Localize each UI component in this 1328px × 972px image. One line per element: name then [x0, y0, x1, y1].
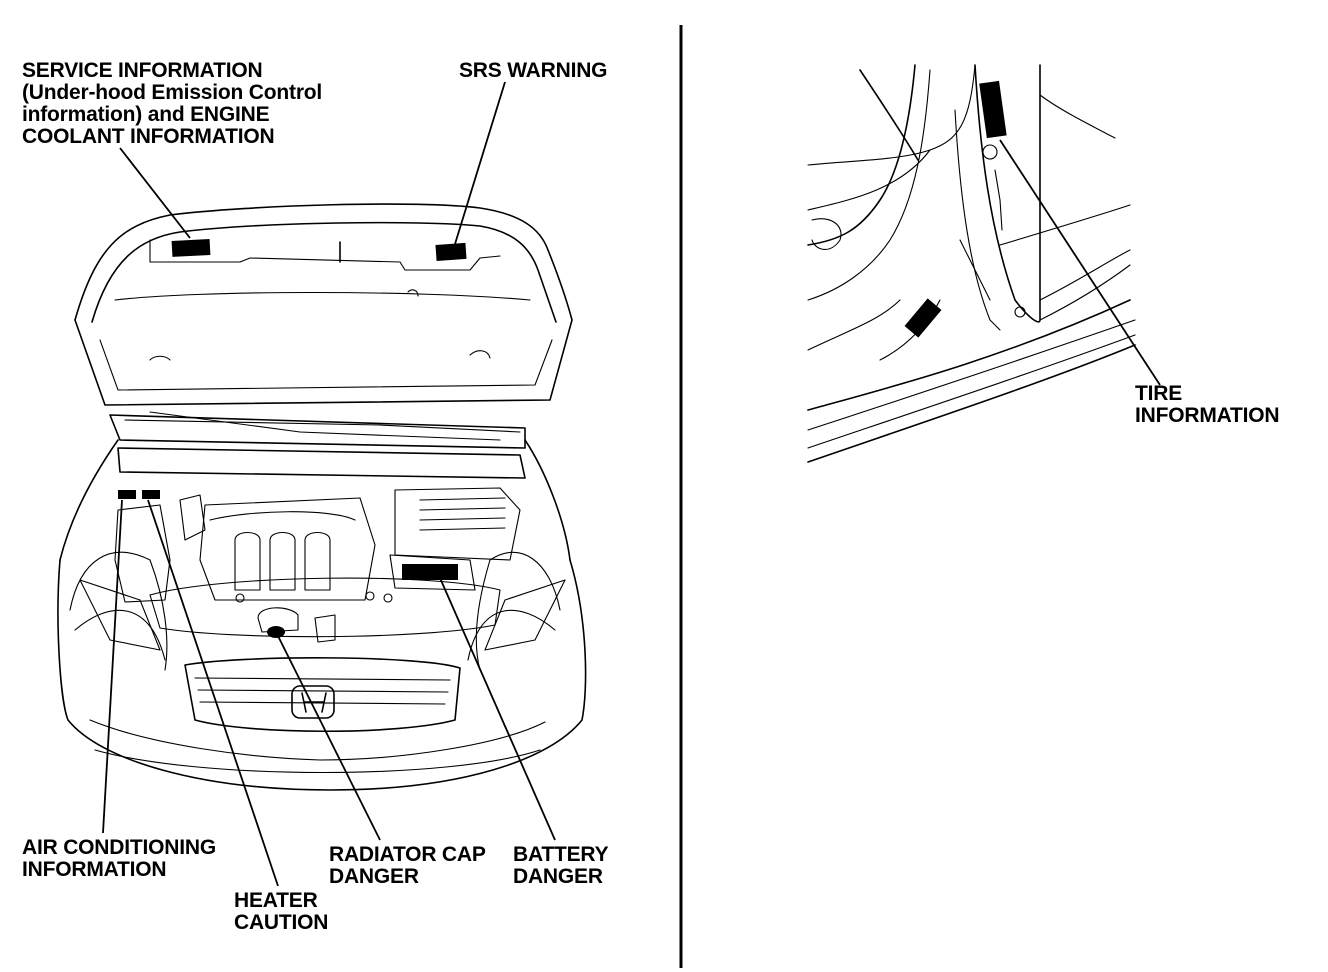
tire-info-label: TIRE INFORMATION: [1135, 382, 1280, 427]
srs-warning-decal: [435, 242, 467, 261]
label-line: BATTERY: [513, 843, 609, 866]
label-line: RADIATOR CAP: [329, 843, 486, 866]
label-line: (Under-hood Emission Control: [22, 81, 323, 104]
tire-info-decal: [979, 80, 1007, 139]
battery-label: BATTERY DANGER: [513, 843, 609, 888]
air-conditioning-label: AIR CONDITIONING INFORMATION: [22, 837, 216, 881]
service-info-label: SERVICE INFORMATION (Under-hood Emission…: [22, 60, 322, 148]
engine-bay-illustration: [57, 81, 587, 887]
srs-warning-label: SRS WARNING: [459, 59, 608, 82]
service-info-decal: [171, 238, 211, 257]
label-line: SERVICE INFORMATION: [22, 59, 263, 82]
label-line: INFORMATION: [1135, 404, 1280, 427]
intake-manifold: [209, 511, 356, 591]
label-line: AIR CONDITIONING: [22, 836, 216, 859]
label-line: TIRE: [1135, 382, 1183, 405]
label-line: DANGER: [329, 865, 419, 888]
label-line: COOLANT INFORMATION: [22, 125, 275, 148]
radiator-cap-label: RADIATOR CAP DANGER: [329, 844, 486, 888]
label-line: CAUTION: [234, 911, 329, 934]
label-line: SRS WARNING: [459, 59, 608, 82]
heater-caution-label: HEATER CAUTION: [234, 890, 328, 934]
label-line: information) and ENGINE: [22, 103, 270, 126]
battery-decal: [402, 564, 458, 580]
door-pillar-illustration: [807, 64, 1161, 463]
radiator-cap: [267, 626, 285, 638]
label-line: DANGER: [513, 865, 603, 888]
label-line: INFORMATION: [22, 858, 167, 881]
ac-info-decal: [118, 490, 136, 499]
heater-caution-decal: [142, 490, 160, 499]
label-line: HEATER: [234, 889, 318, 912]
pillar-decal: [904, 298, 942, 338]
